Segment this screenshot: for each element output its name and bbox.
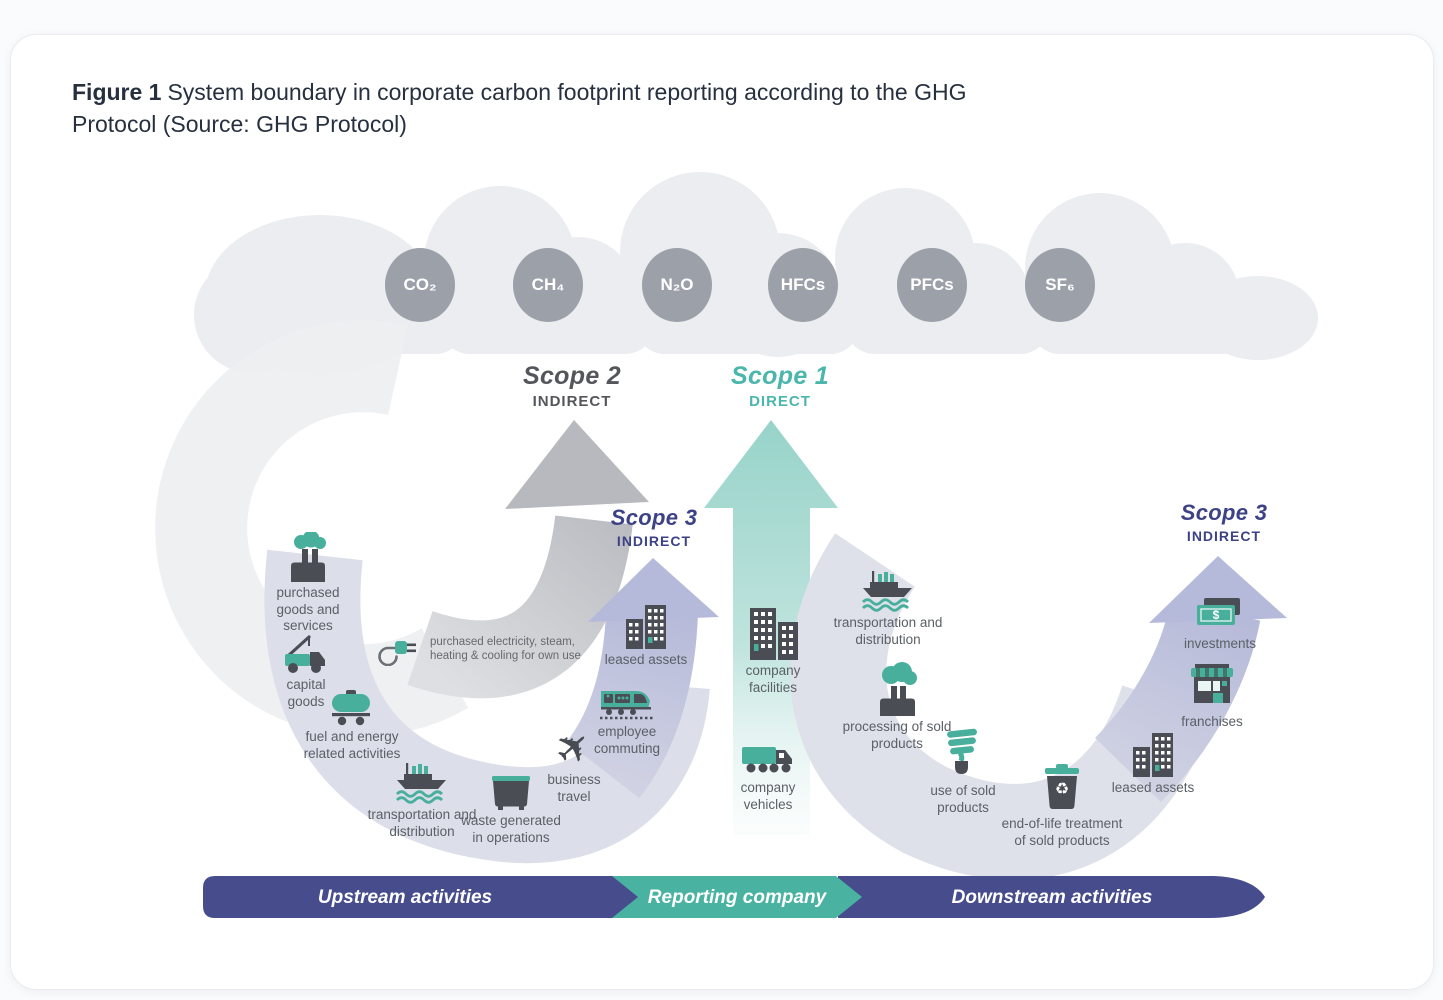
node-label: investments bbox=[1183, 636, 1257, 651]
factory-smoke-icon bbox=[284, 530, 332, 582]
factory-cloud-icon bbox=[869, 662, 925, 716]
node-purchased-goods: purchased goods and services bbox=[260, 530, 356, 635]
cfl-bulb-icon bbox=[940, 726, 986, 780]
node-label: waste generated in operations bbox=[461, 813, 561, 845]
scope2-arrow-head bbox=[505, 420, 649, 509]
scope1-label: Scope 1 DIRECT bbox=[731, 362, 829, 410]
node-label: company facilities bbox=[745, 663, 801, 695]
node-franchises: franchises bbox=[1157, 661, 1267, 731]
node-label: transportation and distribution bbox=[833, 615, 943, 647]
tanker-wagon-icon bbox=[327, 684, 377, 726]
node-label: employee commuting bbox=[593, 724, 661, 756]
node-label: purchased electricity, steam, heating & … bbox=[430, 635, 581, 662]
node-company-facilities: company facilities bbox=[728, 602, 818, 696]
node-purchased-electricity: purchased electricity, steam, heating & … bbox=[374, 632, 605, 667]
banner-company-shape bbox=[610, 876, 862, 918]
node-waste: waste generated in operations bbox=[459, 768, 563, 846]
node-employee-commuting: employee commuting bbox=[579, 679, 675, 757]
node-upstream-transport: transportation and distribution bbox=[347, 758, 497, 840]
crane-truck-icon bbox=[280, 630, 332, 674]
node-use-of-sold: use of sold products bbox=[911, 726, 1015, 816]
node-label: purchased goods and services bbox=[276, 585, 340, 634]
node-business-travel: ✈ business travel bbox=[534, 718, 614, 805]
node-label: end-of-life treatment of sold products bbox=[1001, 816, 1123, 848]
node-label: transportation and distribution bbox=[367, 807, 477, 839]
node-processing: processing of sold products bbox=[837, 662, 957, 752]
node-company-vehicles: company vehicles bbox=[726, 739, 810, 813]
node-label: business travel bbox=[547, 772, 601, 804]
scope3-right-arrow-head bbox=[1149, 556, 1287, 623]
node-label: franchises bbox=[1181, 714, 1243, 729]
node-label: use of sold products bbox=[930, 783, 996, 815]
buildings-icon bbox=[620, 599, 672, 649]
dollar-icon: $ bbox=[1212, 608, 1220, 622]
banknotes-icon: $ bbox=[1192, 595, 1248, 633]
banner-downstream-label: Downstream activities bbox=[951, 887, 1153, 908]
ship-icon bbox=[860, 566, 916, 612]
node-label: fuel and energy related activities bbox=[303, 729, 401, 761]
plug-icon bbox=[374, 632, 420, 667]
scope2-label: Scope 2 INDIRECT bbox=[523, 362, 621, 410]
node-label: leased assets bbox=[604, 652, 688, 667]
storefront-icon bbox=[1186, 661, 1238, 711]
banner-upstream-shape bbox=[203, 876, 638, 918]
node-label: company vehicles bbox=[740, 780, 796, 812]
buildings-icon bbox=[1127, 727, 1179, 777]
gas-badge-hfcs: HFCs bbox=[768, 248, 838, 322]
gas-badge-pfcs: PFCs bbox=[897, 248, 967, 322]
dumpster-icon bbox=[486, 768, 536, 810]
scope3-left-label: Scope 3 INDIRECT bbox=[610, 505, 698, 549]
scope3-left-arrow-head bbox=[588, 558, 719, 622]
recycle-bin-icon: ♻ bbox=[1039, 761, 1085, 813]
gas-badge-ch4: CH₄ bbox=[513, 248, 583, 322]
figure-number: Figure 1 bbox=[72, 79, 162, 105]
node-label: leased assets bbox=[1111, 780, 1195, 795]
gas-badge-n2o: N₂O bbox=[642, 248, 712, 322]
downstream-band bbox=[790, 533, 1214, 880]
scope2-arrow-body bbox=[407, 514, 633, 699]
train-icon bbox=[598, 679, 656, 721]
banner-upstream-label: Upstream activities bbox=[317, 887, 493, 908]
node-downstream-transport: transportation and distribution bbox=[813, 566, 963, 648]
scope3-right-label: Scope 3 INDIRECT bbox=[1180, 500, 1268, 544]
node-leased-assets-downstream: leased assets bbox=[1088, 727, 1218, 797]
node-label: capital goods bbox=[286, 677, 326, 709]
node-capital-goods: capital goods bbox=[274, 630, 338, 710]
node-end-of-life: ♻ end-of-life treatment of sold products bbox=[1000, 761, 1124, 849]
figure-title: System boundary in corporate carbon foot… bbox=[72, 79, 967, 138]
company-buildings-icon bbox=[742, 602, 804, 660]
truck-icon bbox=[739, 739, 797, 777]
banner-company-label: Reporting company bbox=[647, 887, 827, 908]
node-label: processing of sold products bbox=[842, 719, 952, 751]
recycle-icon: ♻ bbox=[1054, 781, 1070, 799]
ship-icon bbox=[394, 758, 450, 804]
gas-badge-sf6: SF₆ bbox=[1025, 248, 1095, 322]
node-investments: $ investments bbox=[1165, 595, 1275, 653]
gas-badge-co2: CO₂ bbox=[385, 248, 455, 322]
node-leased-assets-upstream: leased assets bbox=[581, 599, 711, 669]
banner-downstream-shape bbox=[838, 876, 1265, 918]
node-fuel-energy: fuel and energy related activities bbox=[296, 684, 408, 762]
